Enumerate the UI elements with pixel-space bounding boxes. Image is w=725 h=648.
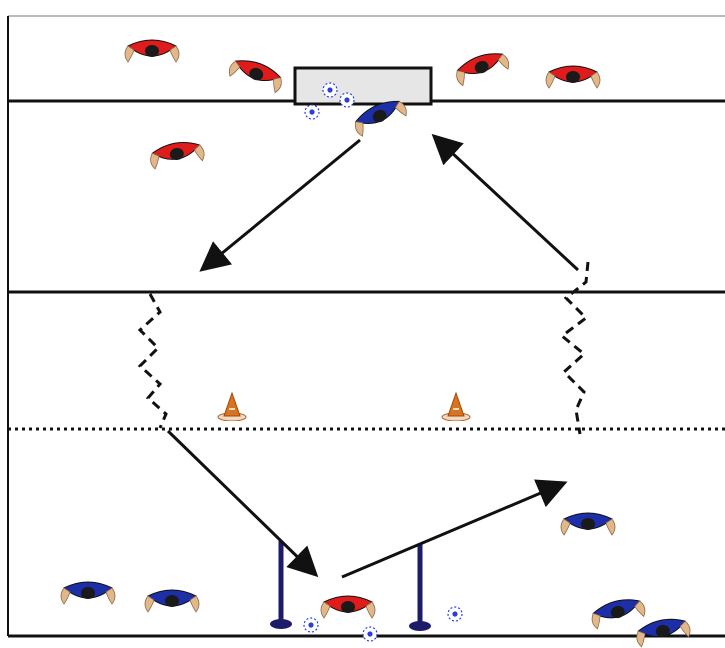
ball-icon [304, 104, 320, 120]
pass-arrow-icon [431, 133, 580, 272]
poles [270, 541, 431, 631]
blue-player [560, 512, 616, 536]
field-lines [7, 15, 725, 638]
pass-arrows [166, 133, 580, 579]
cone-icon [441, 392, 471, 421]
goal [293, 66, 433, 106]
red-player [545, 65, 601, 89]
ball-icon [362, 626, 378, 642]
ball-icon [447, 606, 463, 622]
dribble-paths [137, 261, 590, 435]
ball-icon [339, 92, 355, 108]
pole-marker-icon [409, 544, 431, 631]
cone-icon [217, 392, 247, 421]
ball-icon [303, 617, 319, 633]
pass-arrow-icon [199, 138, 361, 272]
ball-icon [322, 82, 338, 98]
blue-player [144, 589, 200, 613]
dribble-path-icon [137, 293, 168, 429]
pole-marker-icon [270, 541, 292, 629]
red-player [147, 137, 206, 171]
cones [217, 392, 471, 421]
blue-player [633, 614, 692, 648]
blue-player [588, 593, 648, 631]
blue-players [60, 94, 692, 648]
red-player [320, 595, 376, 619]
pass-arrow-icon [341, 479, 568, 579]
pass-arrow-icon [166, 429, 319, 578]
red-player [452, 46, 512, 88]
red-player [124, 39, 180, 63]
red-player [226, 53, 286, 95]
blue-player [60, 581, 116, 605]
dribble-path-icon [559, 261, 590, 435]
